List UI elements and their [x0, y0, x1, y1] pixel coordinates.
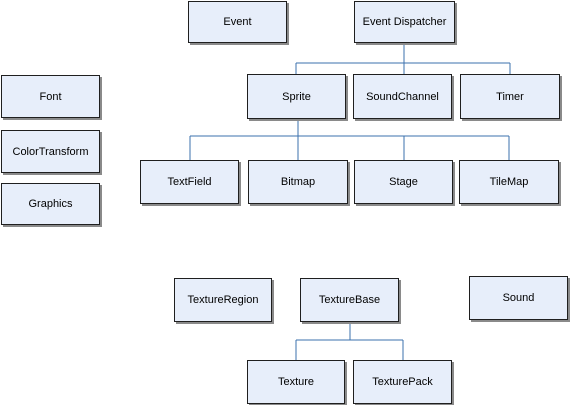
node-stage: Stage [354, 160, 453, 204]
node-color-transform: ColorTransform [1, 130, 100, 173]
node-color-transform-label: ColorTransform [12, 145, 89, 158]
node-event: Event [188, 1, 287, 43]
node-bitmap: Bitmap [248, 160, 348, 204]
node-sound-channel-label: SoundChannel [366, 90, 439, 103]
node-texture-region: TextureRegion [174, 278, 272, 322]
node-font-label: Font [39, 90, 62, 103]
node-texture: Texture [247, 360, 345, 404]
node-texture-base-label: TextureBase [318, 294, 381, 306]
node-event-dispatcher-label: Event Dispatcher [362, 16, 447, 28]
node-sprite: Sprite [247, 74, 346, 119]
node-sound: Sound [469, 276, 568, 320]
node-sprite-label: Sprite [282, 90, 311, 103]
node-timer: Timer [460, 74, 560, 119]
node-bitmap-label: Bitmap [280, 176, 316, 188]
node-tile-map-label: TileMap [489, 176, 529, 188]
node-texture-pack: TexturePack [353, 360, 452, 404]
node-texture-label: Texture [277, 376, 315, 388]
node-tile-map: TileMap [459, 160, 559, 204]
node-graphics-label: Graphics [28, 198, 73, 210]
node-text-field-label: TextField [167, 176, 212, 188]
node-stage-label: Stage [389, 176, 418, 188]
node-texture-base: TextureBase [300, 278, 399, 322]
node-event-dispatcher: Event Dispatcher [354, 1, 455, 43]
node-event-label: Event [223, 16, 252, 28]
node-texture-region-label: TextureRegion [187, 294, 259, 306]
node-font: Font [1, 75, 100, 118]
node-sound-label: Sound [502, 292, 535, 304]
node-timer-label: Timer [496, 90, 524, 103]
node-graphics: Graphics [1, 183, 100, 225]
node-texture-pack-label: TexturePack [372, 376, 433, 388]
node-text-field: TextField [140, 160, 239, 204]
node-sound-channel: SoundChannel [353, 74, 452, 119]
